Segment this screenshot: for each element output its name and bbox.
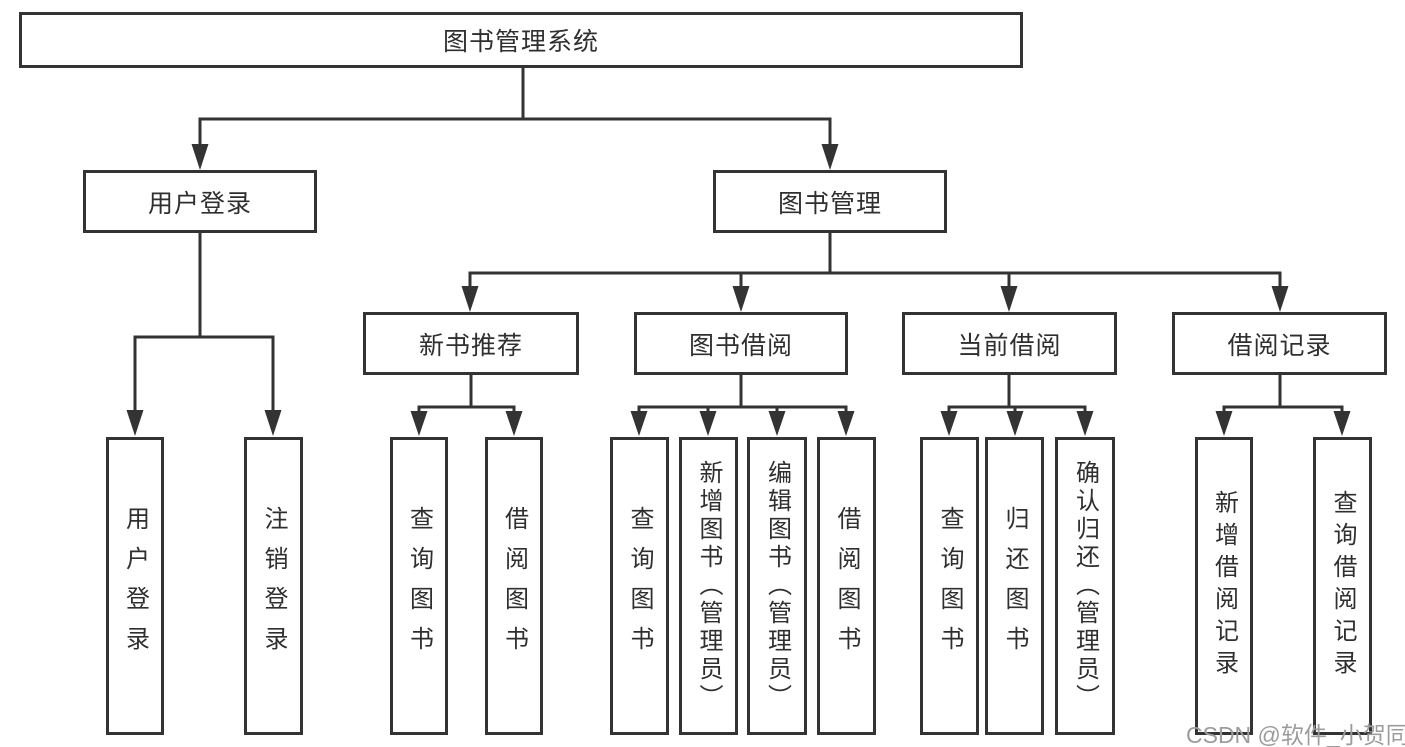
leaf-logout: 注销登录	[244, 437, 303, 735]
leaf-return-book-label: 归还图书	[1001, 506, 1028, 666]
leaf-query-book-3-label: 查询图书	[936, 506, 963, 666]
leaf-edit-book: 编辑图书（管理员）	[747, 437, 807, 735]
leaf-logout-label: 注销登录	[260, 506, 287, 666]
leaf-query-record: 查询借阅记录	[1313, 437, 1372, 735]
edge-book-borrow-to-leaves	[630, 375, 855, 436]
leaf-borrow-book-1-label: 借阅图书	[500, 506, 528, 666]
node-book-borrow: 图书借阅	[634, 312, 848, 375]
leaf-confirm-return-label: 确认归还（管理员）	[1071, 460, 1099, 712]
node-current-borrow: 当前借阅	[902, 312, 1117, 375]
leaf-edit-book-label: 编辑图书（管理员）	[763, 460, 791, 712]
edge-current-borrow-to-leaves	[940, 375, 1094, 436]
leaf-confirm-return: 确认归还（管理员）	[1055, 437, 1115, 735]
node-root-label: 图书管理系统	[442, 28, 599, 56]
leaf-query-book-3: 查询图书	[920, 437, 979, 735]
node-borrow-record-label: 借阅记录	[1227, 331, 1332, 360]
leaf-borrow-book-2: 借阅图书	[817, 437, 876, 735]
node-book-mgmt: 图书管理	[713, 170, 947, 233]
node-new-book-rec: 新书推荐	[363, 312, 579, 375]
leaf-user-login-label: 用户登录	[121, 506, 149, 666]
leaf-user-login: 用户登录	[106, 437, 164, 735]
leaf-add-record-label: 新增借阅记录	[1210, 490, 1238, 682]
node-user-login-label: 用户登录	[147, 189, 252, 218]
leaf-borrow-book-2-label: 借阅图书	[833, 506, 860, 666]
node-borrow-record: 借阅记录	[1172, 312, 1387, 375]
edge-borrow-record-to-leaves	[1215, 375, 1351, 436]
csdn-watermark: CSDN @软件_小贺同学	[1186, 722, 1405, 747]
edge-user-login-to-leaves	[126, 233, 282, 436]
node-user-login: 用户登录	[83, 170, 317, 233]
leaf-query-book-2: 查询图书	[610, 437, 669, 735]
leaf-add-book: 新增图书（管理员）	[679, 437, 738, 735]
leaf-add-book-label: 新增图书（管理员）	[695, 460, 722, 712]
leaf-query-book-1: 查询图书	[390, 437, 448, 735]
leaf-query-record-label: 查询借阅记录	[1329, 490, 1356, 682]
leaf-add-record: 新增借阅记录	[1195, 437, 1253, 735]
edge-root-to-level2	[191, 68, 839, 170]
node-book-mgmt-label: 图书管理	[777, 189, 882, 218]
leaf-return-book: 归还图书	[985, 437, 1044, 735]
node-new-book-rec-label: 新书推荐	[418, 331, 523, 360]
leaf-query-book-2-label: 查询图书	[626, 506, 653, 666]
edge-book-mgmt-to-level3	[461, 233, 1289, 312]
node-root: 图书管理系统	[19, 12, 1023, 68]
leaf-query-book-1-label: 查询图书	[405, 506, 433, 666]
node-current-borrow-label: 当前借阅	[957, 331, 1062, 360]
edge-new-book-rec-to-leaves	[410, 375, 523, 436]
node-book-borrow-label: 图书借阅	[688, 331, 793, 360]
leaf-borrow-book-1: 借阅图书	[485, 437, 543, 735]
